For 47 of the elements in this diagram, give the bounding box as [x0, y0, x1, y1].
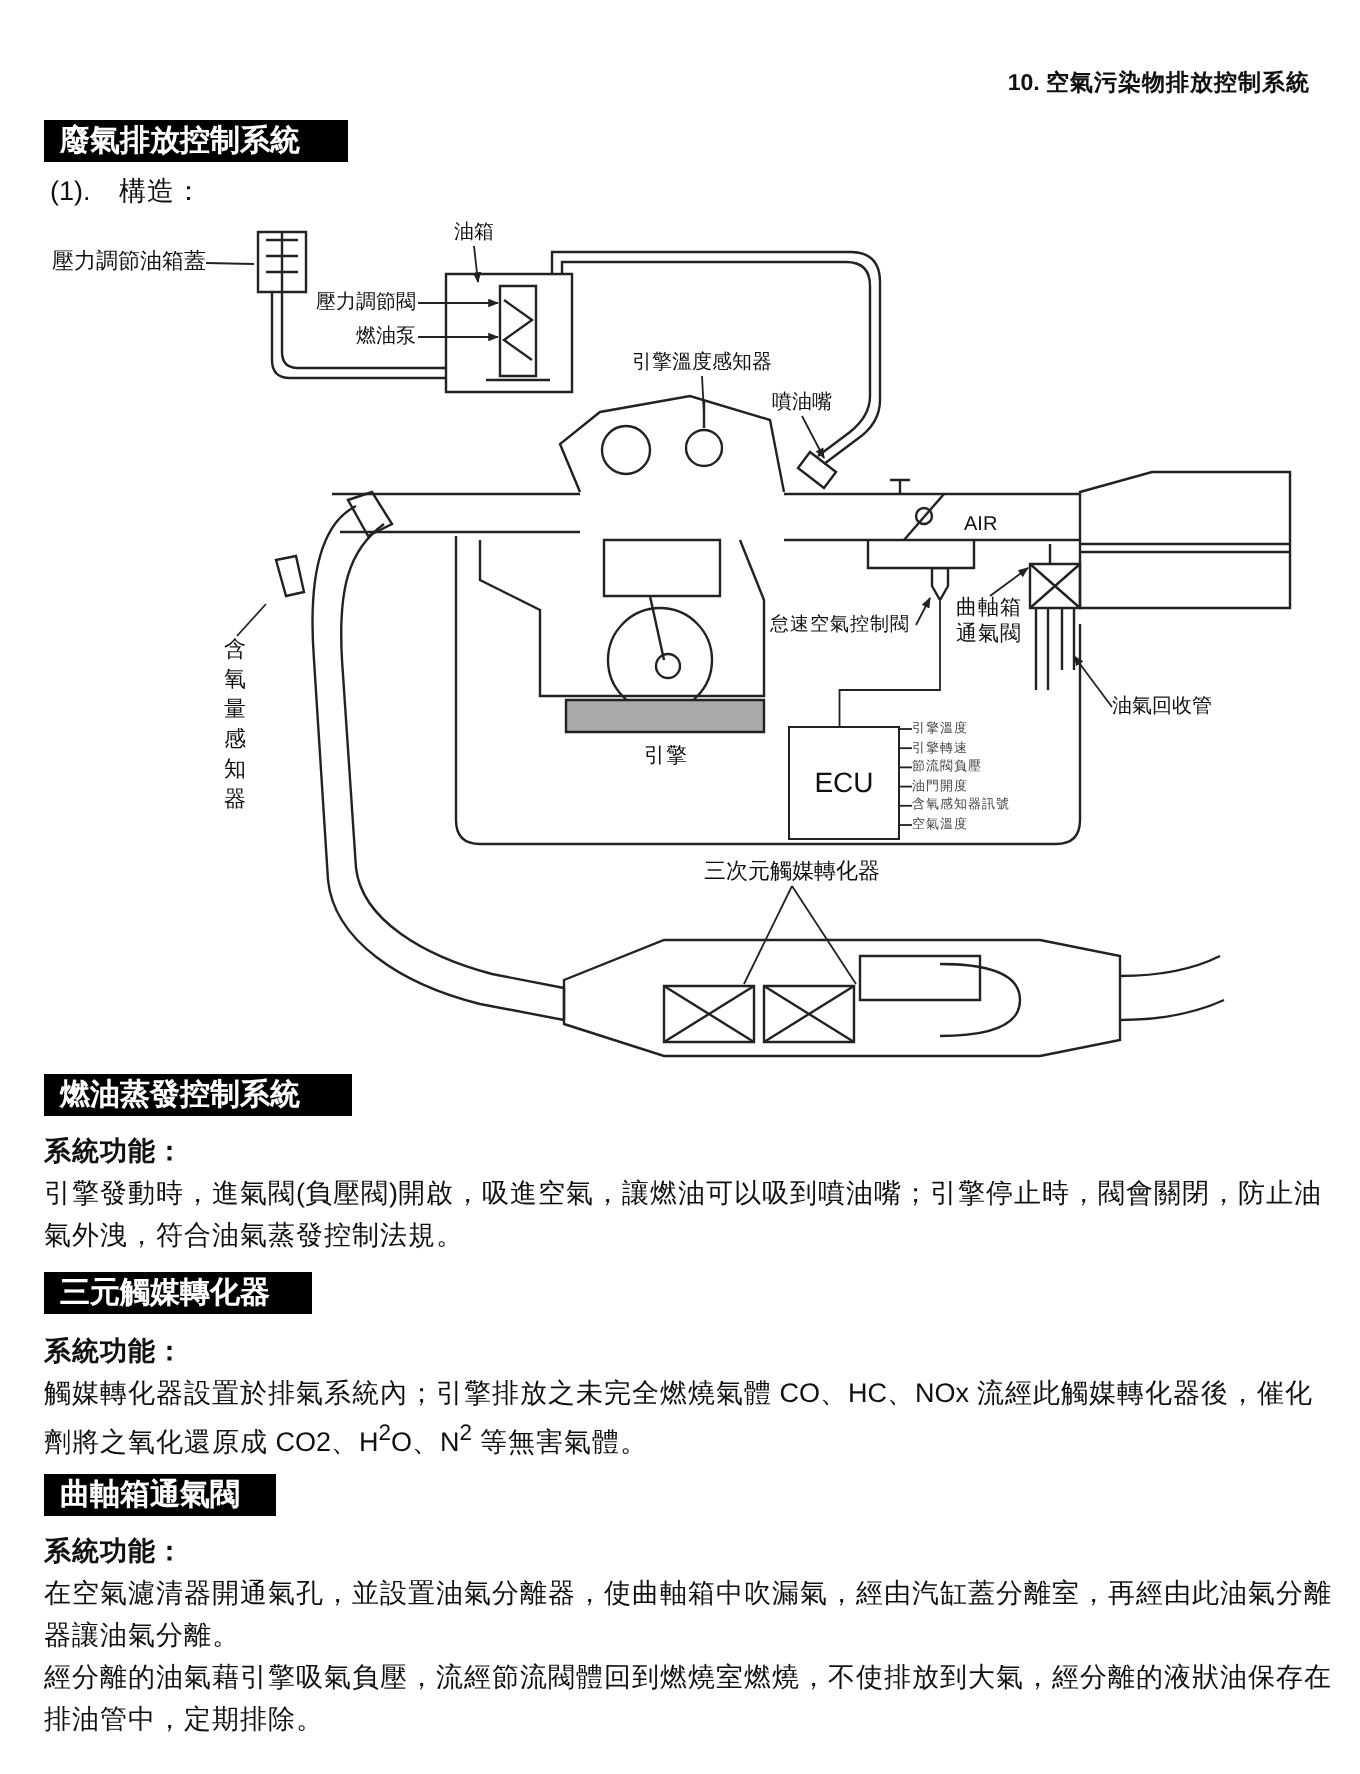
leader-line — [915, 597, 931, 626]
part-label: 油氣回收管 — [1112, 694, 1212, 720]
leader-line — [417, 298, 500, 308]
paragraph: 觸媒轉化器設置於排氣系統內；引擎排放之未完全燃燒氣體 CO、HC、NOx 流經此觸媒轉化器後，催化劑將之氧化還原成 CO2、H$^{2}$O、N$^{2}$ 等無害氣體。 — [44, 1376, 1315, 1461]
subheading: 系統功能： — [44, 1334, 184, 1370]
subheading: 系統功能： — [44, 1134, 184, 1170]
connector-line — [899, 728, 913, 730]
part-label: 三次元觸媒轉化器 — [704, 860, 880, 886]
section-heading-band: 曲軸箱通氣閥 — [44, 1474, 276, 1516]
part-label: 燃油泵 — [356, 324, 416, 350]
part-label: 引擎 — [644, 744, 688, 770]
leader-line — [417, 332, 500, 342]
part-label: 曲軸箱通氣閥 — [956, 596, 1024, 648]
section-heading-band: 廢氣排放控制系統 — [44, 120, 348, 162]
page-header: 10. 空氣污染物排放控制系統 — [1005, 68, 1310, 100]
part-label: 壓力調節油箱蓋 — [52, 250, 206, 276]
leader-line — [701, 375, 705, 415]
airflow-label: AIR — [964, 512, 998, 538]
fuel-pump-drawing — [498, 284, 538, 378]
ecu-box: ECU — [788, 726, 900, 840]
leader-line — [1073, 655, 1113, 708]
connector-line — [899, 747, 913, 750]
leader-line — [236, 603, 267, 637]
part-label: 含氧量感知器 — [224, 636, 250, 816]
wire-line — [838, 599, 941, 727]
leader-line — [205, 262, 255, 265]
paragraph: 引擎發動時，進氣閥(負壓閥)開啟，吸進空氣，讓燃油可以吸到噴油嘴；引擎停止時，閥會關閉，防止油氣外洩，符合油氣蒸發控制法規。 — [44, 1176, 1324, 1254]
valve-icon — [928, 568, 952, 600]
paragraph: 經分離的油氣藉引擎吸氣負壓，流經節流閥體回到燃燒室燃燒，不使排放到大氣，經分離的液狀油保存在排油管中，定期排除。 — [44, 1660, 1334, 1738]
section-heading-band: 燃油蒸發控制系統 — [44, 1074, 352, 1116]
part-label: 油箱 — [454, 220, 494, 246]
part-label: 引擎溫度感知器 — [632, 350, 772, 376]
part-label: 壓力調節閥 — [316, 290, 416, 316]
leader-line — [472, 245, 482, 284]
leader-line — [989, 567, 1029, 597]
leader-line — [743, 885, 793, 985]
leader-line — [801, 415, 825, 459]
part-label: 噴油嘴 — [772, 390, 832, 416]
paragraph: 在空氣濾清器開通氣孔，並設置油氣分離器，使曲軸箱中吹漏氣，經由汽缸蓋分離室，再經由此油氣分離器讓油氣分離。 — [44, 1576, 1334, 1654]
connector-line — [899, 824, 913, 826]
part-label: 怠速空氣控制閥 — [770, 612, 910, 638]
section-subheading: (1). 構造： — [50, 174, 203, 210]
section-heading-band: 三元觸媒轉化器 — [44, 1272, 312, 1314]
connector-line — [899, 766, 913, 769]
connector-line — [899, 804, 913, 807]
leader-line — [791, 885, 857, 985]
subheading: 系統功能： — [44, 1534, 184, 1570]
